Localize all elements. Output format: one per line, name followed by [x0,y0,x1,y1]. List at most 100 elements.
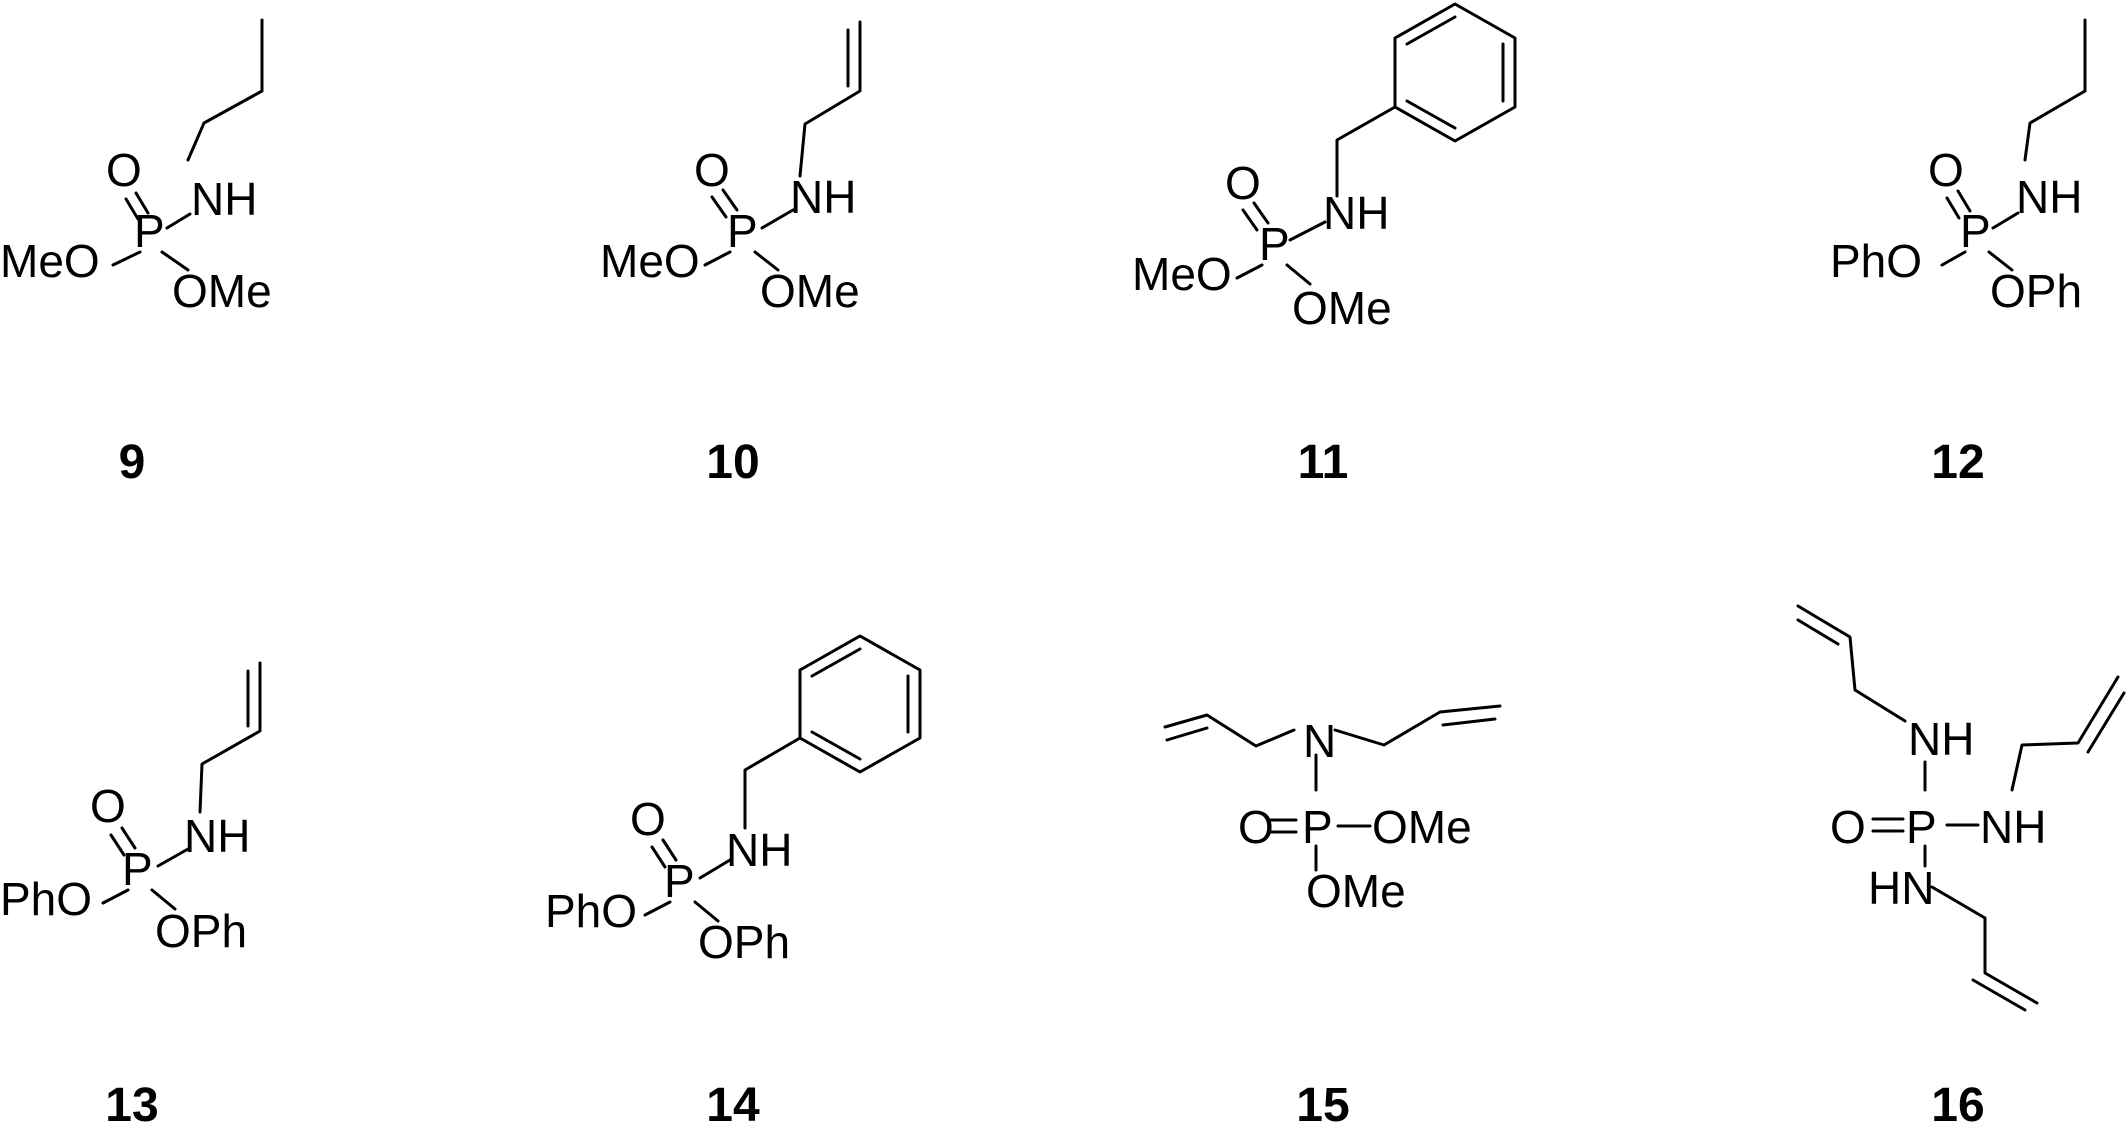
p-o-double-bond-b [650,845,667,869]
p-o-double-bond-a [134,191,150,215]
atom-pho: PhO [0,873,92,925]
p-oph-left-bond [643,900,672,917]
atom-o: O [1238,801,1274,853]
allyl-double-bond-left [1165,726,1209,742]
benzene-inner-bond-1 [1405,15,1457,46]
p-ome-left-bond [703,250,732,267]
atom-o: O [630,793,666,845]
atom-ome-right: OMe [1372,801,1472,853]
atom-nh: NH [726,824,792,876]
atom-oph: OPh [155,905,247,957]
p-o-double-bond-b [1241,208,1259,232]
p-n-bond [165,212,192,230]
atom-ome-bottom: OMe [1306,865,1406,917]
atom-oph: OPh [1990,265,2082,317]
atom-n: N [1303,715,1336,767]
atom-nh: NH [2016,171,2082,223]
compound-12: O NH P PhO OPh 12 [1830,18,2087,489]
atom-meo: MeO [1132,248,1232,300]
p-o-double-bond-a [1956,189,1972,213]
benzene-inner-bond-1 [810,647,862,678]
p-ome-left-bond [111,250,142,267]
atom-nh: NH [184,810,250,862]
compound-15: N O P OMe OMe 15 [1163,704,1502,1132]
p-ome-right-bond [1285,263,1312,286]
atom-p: P [1906,801,1937,853]
atom-oph: OPh [698,916,790,968]
benzyl-ch2-bond [743,736,802,830]
p-oph-right-bond [150,888,177,911]
compound-label: 14 [706,1079,760,1132]
allyl-double-bond-top [1796,618,1840,646]
compound-label: 13 [105,1079,158,1132]
allyl-chain-bottom [1930,885,2039,1005]
atom-p: P [1259,218,1290,270]
allyl-chain-left [1163,713,1296,748]
propyl-chain [186,18,264,162]
atom-o: O [106,144,142,196]
compound-label: 12 [1931,436,1984,489]
p-ome-right-bond [753,250,780,272]
atom-o: O [1830,801,1866,853]
allyl-chain-right [2010,675,2120,792]
atom-pho: PhO [545,885,637,937]
benzene-inner-bond-3 [1405,99,1457,130]
atom-nh-right: NH [1980,801,2046,853]
p-o-double-bond-b [710,195,728,219]
p-ome-right-bond [160,250,190,272]
compound-11: O NH P MeO OMe 11 [1132,2,1517,489]
p-oph-left-bond [1940,250,1967,267]
atom-ome: OMe [1292,282,1392,334]
atom-nh: NH [191,173,257,225]
atom-o: O [1928,144,1964,196]
p-oph-right-bond [693,900,720,923]
compound-label: 16 [1931,1079,1984,1132]
p-ome-left-bond [1235,263,1264,280]
compound-13: O NH P PhO OPh 13 [0,661,262,1132]
atom-meo: MeO [600,235,700,287]
p-n-bond [698,858,732,880]
p-o-double-bond-a [661,838,678,862]
atom-o: O [1225,157,1261,209]
compound-14: O NH P PhO OPh 14 [545,634,922,1132]
allyl-chain [198,661,262,814]
atom-p: P [664,855,695,907]
atom-hn-bottom: HN [1868,862,1934,914]
atom-p: P [1960,205,1991,257]
atom-meo: MeO [0,235,100,287]
p-oph-left-bond [101,888,130,905]
atom-nh: NH [790,171,856,223]
p-n-bond [1288,220,1327,242]
p-o-double-bond-b [124,197,140,221]
allyl-double-bond-right [2086,691,2126,754]
compound-9: O NH P MeO OMe 9 [0,18,272,489]
compound-label: 15 [1296,1079,1349,1132]
atom-nh-top: NH [1908,713,1974,765]
atom-pho: PhO [1830,235,1922,287]
atom-p: P [122,843,153,895]
p-n-bond [156,847,190,868]
compound-16: NH O P NH HN 16 [1796,604,2126,1132]
p-o-double-bond-a [120,826,137,850]
benzyl-ch2-bond [1335,105,1397,198]
p-o-double-bond-a [1252,201,1270,225]
p-n-bond [1991,211,2020,230]
p-o-double-bond-b [109,833,126,857]
atom-p: P [134,205,165,257]
benzene-ring [798,634,922,774]
allyl-chain [798,20,862,178]
allyl-double-bond-right [1441,717,1497,727]
atom-p: P [727,205,758,257]
propyl-chain [2023,18,2087,162]
compound-label: 9 [119,436,146,489]
p-oph-right-bond [1987,250,2014,272]
atom-ome: OMe [760,265,860,317]
p-o-double-bond-a [721,188,739,212]
allyl-double-bond-bottom [1971,978,2027,1012]
atom-p: P [1302,801,1333,853]
atom-ome: OMe [172,265,272,317]
atom-o: O [694,144,730,196]
atom-o: O [90,780,126,832]
benzene-ring [1393,2,1517,143]
